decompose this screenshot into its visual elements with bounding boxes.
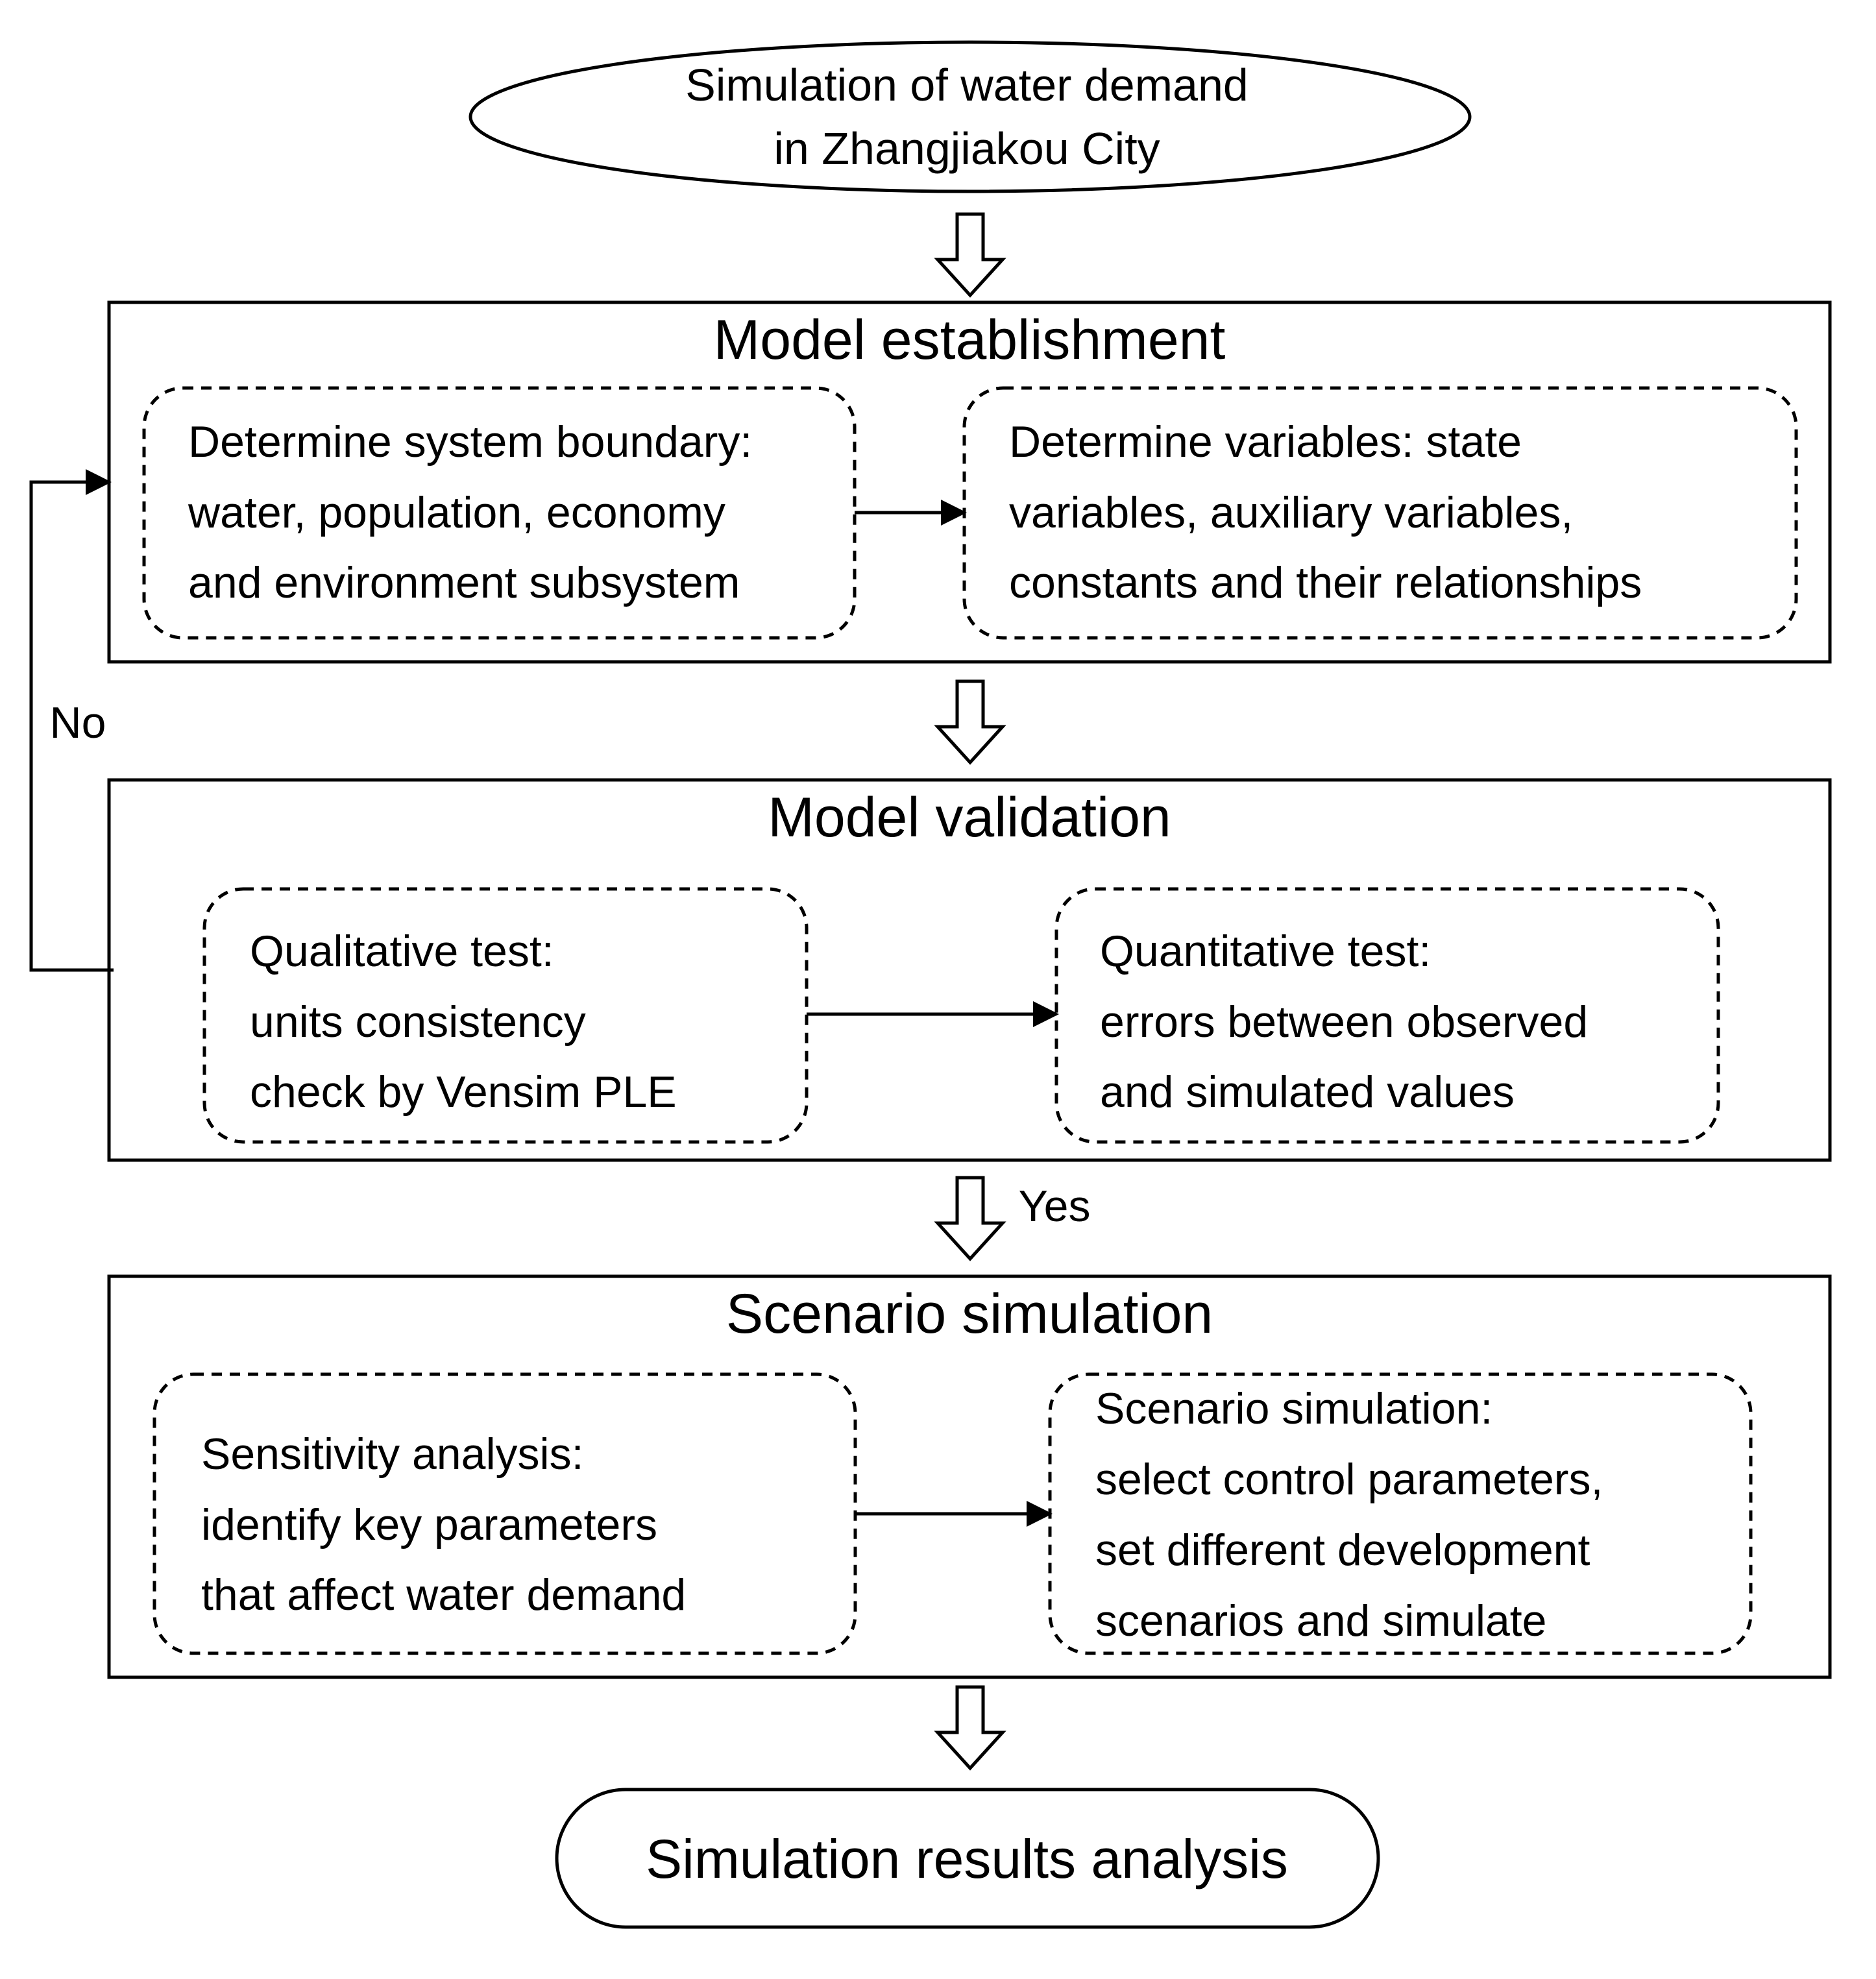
section-scenario-simulation — [107, 1274, 1832, 1679]
start-node-label: Simulation of water demand in Zhangjiako… — [685, 60, 1249, 174]
section-title-model-establishment: Model establishment — [713, 308, 1226, 371]
flow-arrow-4 — [934, 1685, 1006, 1771]
sensitivity-analysis-text: Sensitivity analysis: identify key param… — [201, 1429, 687, 1620]
flow-arrow-1 — [934, 212, 1006, 298]
variables-text: Determine variables: state variables, au… — [1009, 417, 1642, 608]
flow-arrow-3 — [934, 1176, 1006, 1261]
quantitative-test-text: Quantitative test: errors between observ… — [1100, 926, 1589, 1117]
start-node — [469, 40, 1472, 193]
no-label: No — [49, 698, 106, 748]
box-system-boundary — [142, 386, 857, 640]
end-node-label: Simulation results analysis — [646, 1828, 1288, 1889]
scenario-simulation-text: Scenario simulation: select control para… — [1095, 1384, 1603, 1645]
feedback-loop-no — [29, 469, 114, 972]
yes-label: Yes — [1018, 1182, 1091, 1232]
qualitative-test-text: Qualitative test: units consistency chec… — [250, 926, 677, 1117]
section-title-scenario-simulation: Scenario simulation — [725, 1282, 1213, 1345]
section-title-model-validation: Model validation — [768, 786, 1171, 849]
box-quantitative-test — [1054, 887, 1720, 1144]
system-boundary-text: Determine system boundary: water, popula… — [188, 417, 753, 608]
end-node — [555, 1788, 1380, 1929]
flow-arrow-2 — [934, 679, 1006, 765]
